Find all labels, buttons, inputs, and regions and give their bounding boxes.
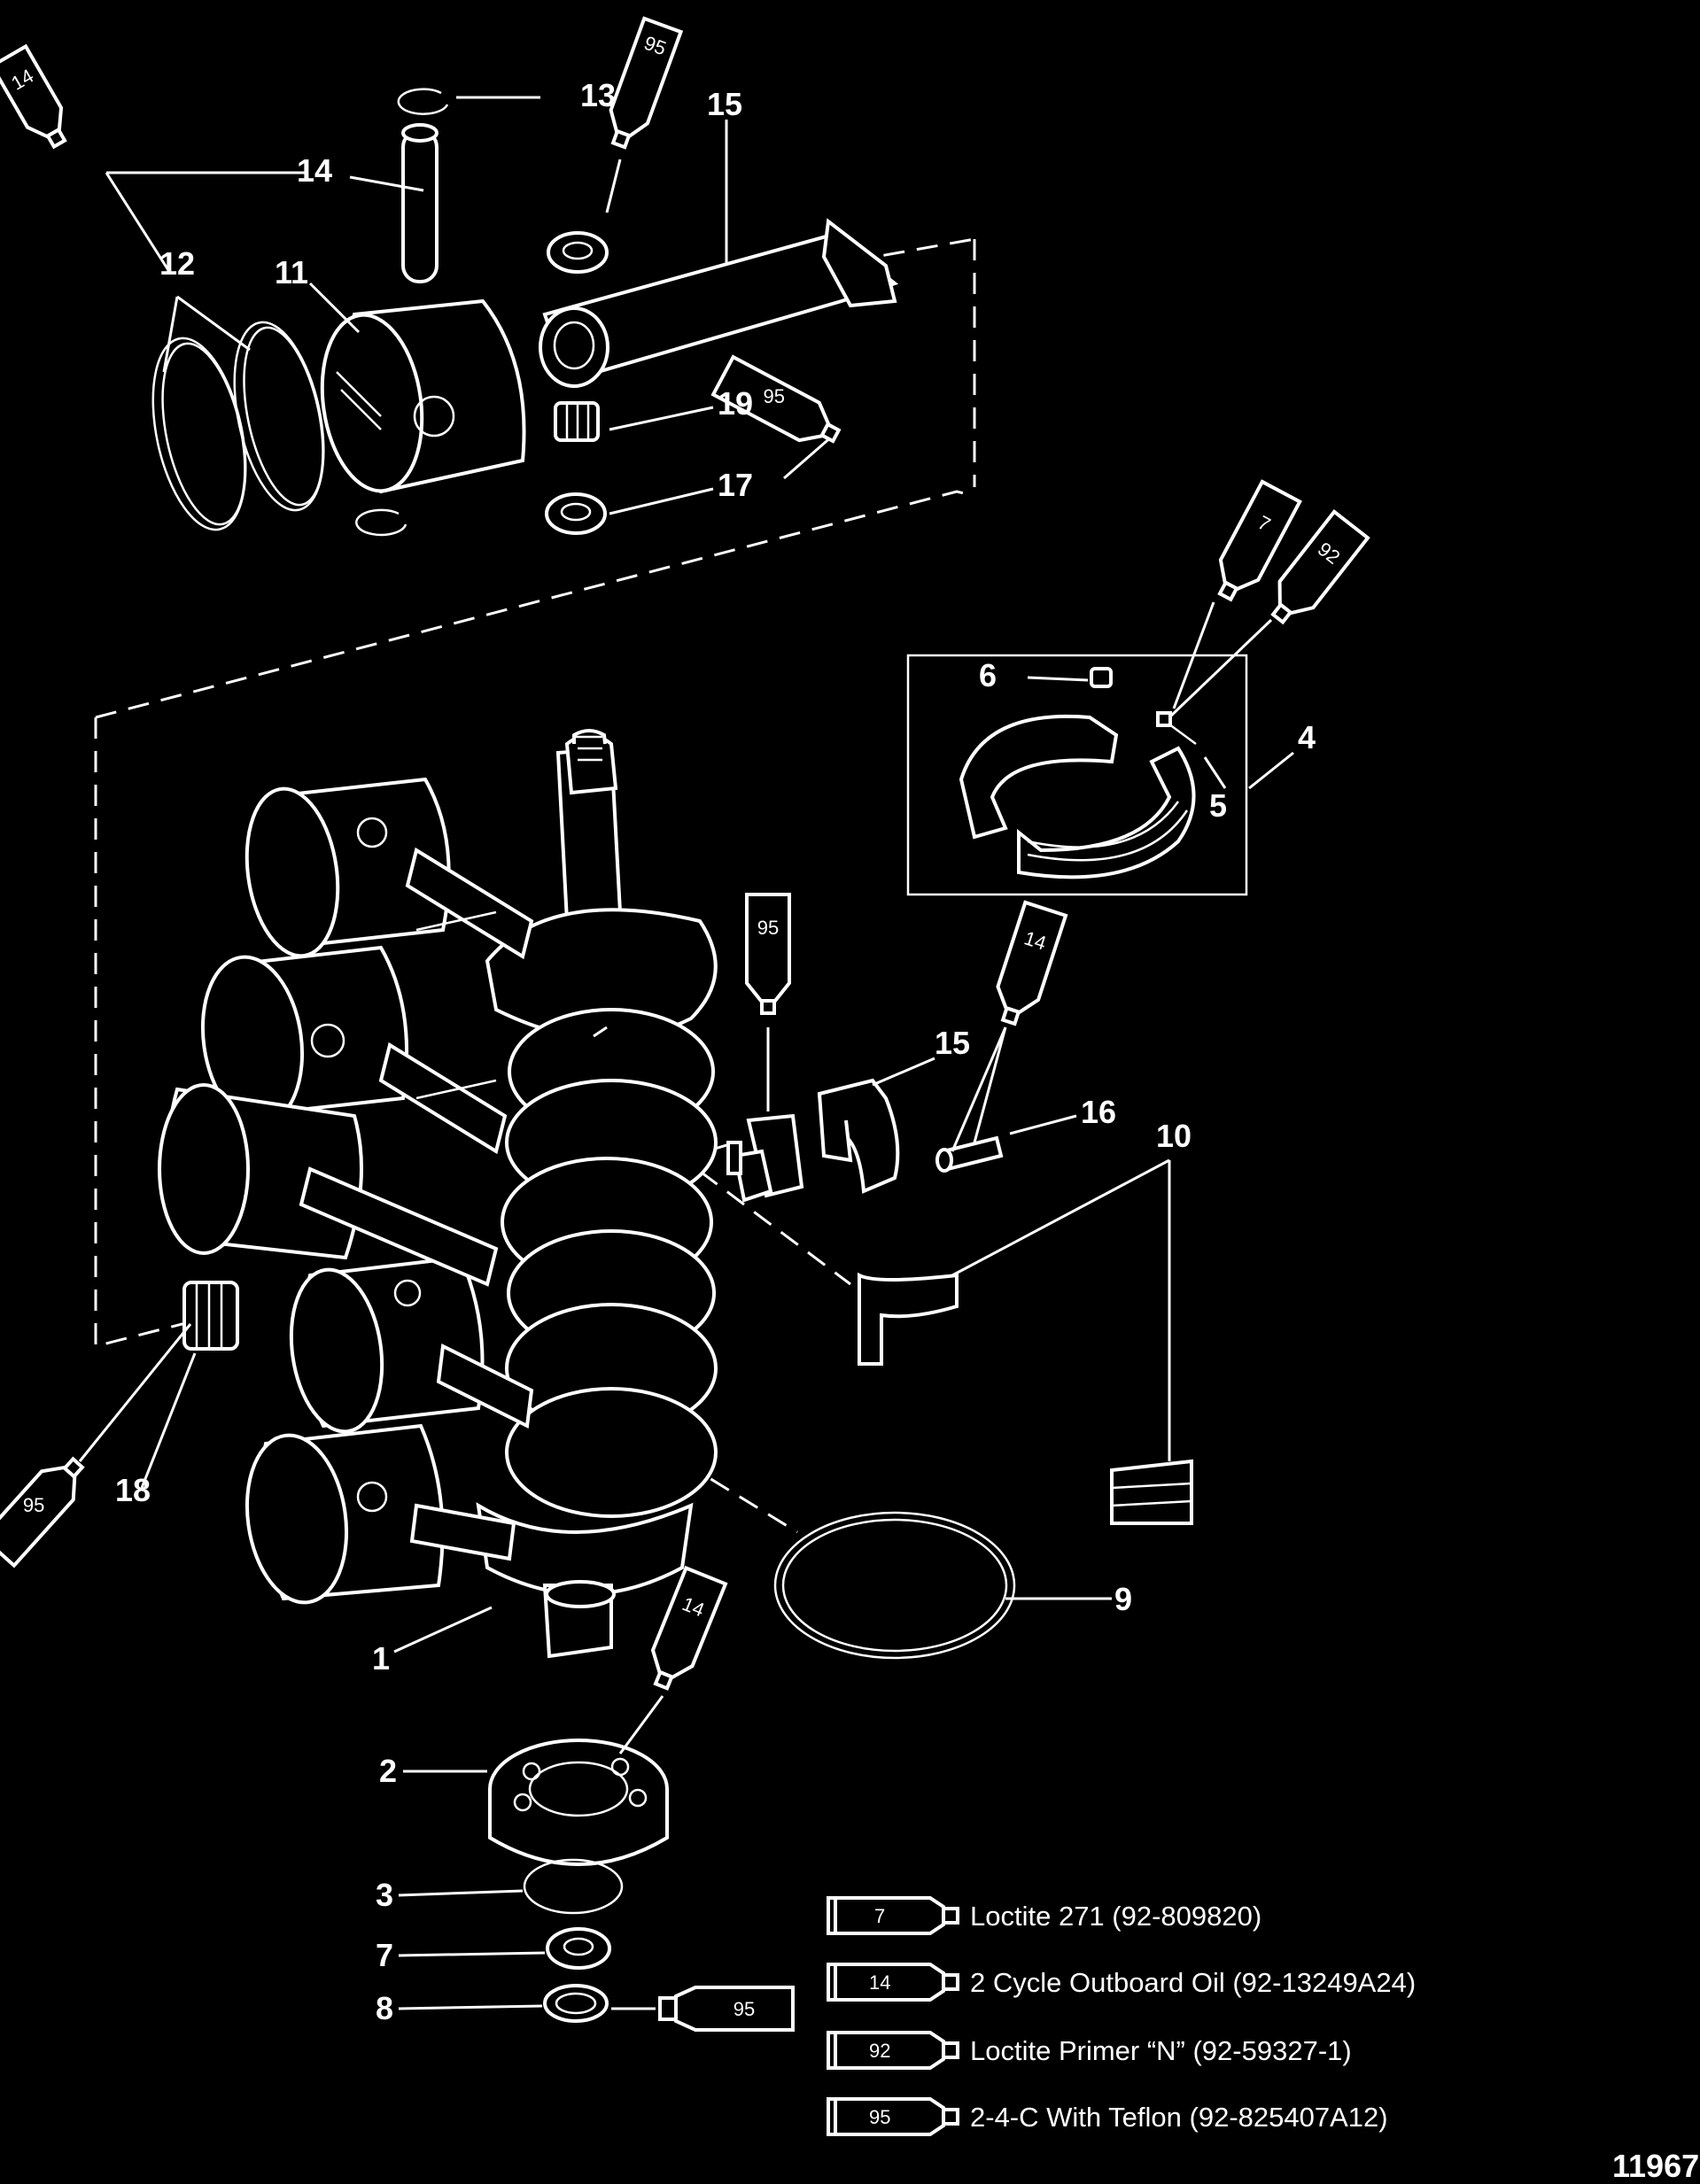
legend-code-7: 7: [874, 1905, 885, 1927]
piston-top: [320, 298, 526, 494]
callout-7: 7: [376, 1937, 393, 1973]
main-bearing-half-a: [858, 1272, 959, 1366]
rod-cap-screw: [935, 1135, 1004, 1173]
callout-2: 2: [379, 1753, 397, 1789]
callout-19: 19: [718, 385, 753, 422]
callout-17: 17: [718, 467, 753, 503]
tube-14-mid: 14: [996, 900, 1068, 1026]
connecting-rod-cap: [817, 1078, 900, 1194]
callout-10: 10: [1156, 1118, 1192, 1154]
callout-3: 3: [376, 1877, 393, 1913]
connecting-rod-top: [539, 218, 899, 388]
callout-12: 12: [159, 245, 195, 282]
legend-code-95: 95: [869, 2106, 890, 2128]
tube-95-left: 95: [0, 1456, 85, 1568]
sealing-ring-detail-box: [906, 654, 1248, 896]
callout-5: 5: [1209, 787, 1227, 824]
callout-8: 8: [376, 1990, 393, 2026]
legend-row-14: 14 2 Cycle Outboard Oil (92-13249A24): [827, 1963, 1416, 2002]
tube-14-top: 14: [0, 43, 67, 150]
tube-14-bearing: 14: [650, 1565, 728, 1691]
legend-text-95: 2-4-C With Teflon (92-825407A12): [970, 2102, 1388, 2133]
retaining-ring: [773, 1511, 1016, 1660]
tube-95-rod-label: 95: [764, 385, 785, 407]
piston-pin: [401, 123, 439, 283]
tube-95-mid-label: 95: [757, 917, 779, 939]
piston-ring-upper: [151, 337, 247, 531]
figure-number: 11967: [1612, 2148, 1699, 2184]
lubricant-legend: 7 Loctite 271 (92-809820) 14 2 Cycle Out…: [827, 1896, 1416, 2136]
lock-ring-upper: [397, 88, 449, 115]
oil-seal: [546, 1927, 611, 1970]
leader-lines: [78, 96, 1294, 2010]
piston-ring-lower: [233, 321, 325, 512]
o-ring: [543, 1984, 609, 2023]
callout-14: 14: [297, 152, 332, 189]
callout-numbers: 13 14 15 12 11 19 17 6 4 5 15 16 10 18 9…: [115, 77, 1316, 2026]
legend-text-92: Loctite Primer “N” (92-59327-1): [970, 2035, 1352, 2066]
legend-row-92: 92 Loctite Primer “N” (92-59327-1): [827, 2031, 1352, 2070]
callout-13: 13: [580, 77, 616, 113]
needle-bearing-left: [182, 1281, 239, 1351]
legend-code-14: 14: [869, 1971, 890, 1994]
snap-ring: [523, 1858, 624, 1915]
legend-text-14: 2 Cycle Outboard Oil (92-13249A24): [970, 1967, 1416, 1998]
tube-95-rod: 95: [710, 354, 842, 444]
callout-16: 16: [1081, 1094, 1116, 1130]
legend-code-92: 92: [869, 2040, 890, 2062]
tube-95-top: 95: [609, 16, 684, 150]
callout-15-top: 15: [707, 86, 742, 122]
callout-11: 11: [275, 254, 308, 290]
crankshaft-assembly: [158, 729, 718, 1659]
callout-1: 1: [372, 1640, 390, 1677]
needle-bearing-top: [554, 401, 600, 442]
washer-top: [547, 231, 609, 274]
callout-9: 9: [1114, 1581, 1132, 1617]
tube-95-mid: 95: [745, 893, 791, 1015]
tube-95-left-label: 95: [23, 1494, 44, 1516]
legend-row-7: 7 Loctite 271 (92-809820): [827, 1896, 1261, 1935]
bearing-halves-upper: [726, 1113, 804, 1203]
callout-6: 6: [979, 657, 997, 693]
tube-95-bottom-label: 95: [734, 1998, 755, 2020]
ball-bearing: [488, 1739, 669, 1866]
tube-7: 7: [1217, 479, 1302, 602]
legend-text-7: Loctite 271 (92-809820): [970, 1901, 1261, 1932]
callout-15-mid: 15: [935, 1025, 970, 1061]
tube-92: 92: [1270, 508, 1370, 625]
tube-95-bottom: 95: [658, 1986, 795, 2032]
main-bearing-half-b: [1110, 1459, 1193, 1525]
washer-bottom: [545, 492, 607, 535]
callout-4: 4: [1298, 719, 1316, 755]
legend-row-95: 95 2-4-C With Teflon (92-825407A12): [827, 2097, 1388, 2136]
lock-ring-lower: [355, 508, 408, 537]
callout-18: 18: [115, 1472, 151, 1508]
